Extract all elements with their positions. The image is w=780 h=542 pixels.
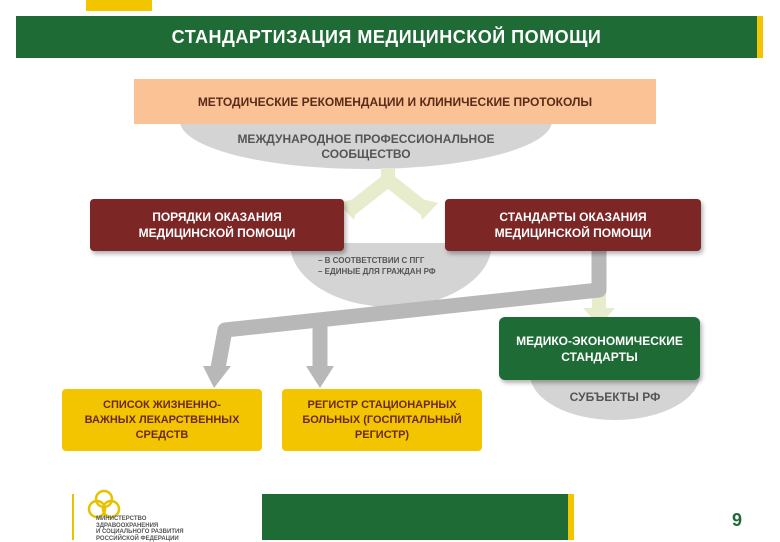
essential-drugs-list-box: СПИСОК ЖИЗНЕННО- ВАЖНЫХ ЛЕКАРСТВЕННЫХ СР… xyxy=(62,389,262,451)
methodical-recommendations-box: МЕТОДИЧЕСКИЕ РЕКОМЕНДАЦИИ И КЛИНИЧЕСКИЕ … xyxy=(134,79,656,124)
care-procedures-line-1: ПОРЯДКИ ОКАЗАНИЯ xyxy=(139,209,296,225)
ppg-note-1: – В СООТВЕТСТВИИ С ПГГ xyxy=(318,255,478,266)
drugs-list-line-1: СПИСОК ЖИЗНЕННО- xyxy=(85,398,240,413)
ministry-name: МИНИСТЕРСТВО ЗДРАВООХРАНЕНИЯ И СОЦИАЛЬНО… xyxy=(96,516,266,542)
care-standards-box: СТАНДАРТЫ ОКАЗАНИЯ МЕДИЦИНСКОЙ ПОМОЩИ xyxy=(445,199,701,251)
page-number: 9 xyxy=(722,510,752,531)
international-line-1: МЕЖДУНАРОДНОЕ ПРОФЕССИОНАЛЬНОЕ xyxy=(180,132,552,147)
registry-line-1: РЕГИСТР СТАЦИОНАРНЫХ xyxy=(302,398,461,413)
hospital-registry-box: РЕГИСТР СТАЦИОНАРНЫХ БОЛЬНЫХ (ГОСПИТАЛЬН… xyxy=(282,389,482,451)
care-procedures-box: ПОРЯДКИ ОКАЗАНИЯ МЕДИЦИНСКОЙ ПОМОЩИ xyxy=(90,199,344,251)
mes-line-2: СТАНДАРТЫ xyxy=(516,349,683,365)
care-standards-line-1: СТАНДАРТЫ ОКАЗАНИЯ xyxy=(495,209,652,225)
subjects-text: СУБЪЕКТЫ РФ xyxy=(530,390,700,405)
mes-line-1: МЕДИКО-ЭКОНОМИЧЕСКИЕ xyxy=(516,333,683,349)
drugs-list-line-2: ВАЖНЫХ ЛЕКАРСТВЕННЫХ xyxy=(85,413,240,428)
medico-economic-standards-box: МЕДИКО-ЭКОНОМИЧЕСКИЕ СТАНДАРТЫ xyxy=(499,317,700,380)
registry-line-3: РЕГИСТР) xyxy=(302,428,461,443)
care-standards-line-2: МЕДИЦИНСКОЙ ПОМОЩИ xyxy=(495,225,652,241)
footer-divider xyxy=(72,494,74,540)
ppg-notes: – В СООТВЕТСТВИИ С ПГГ – ЕДИНЫЕ ДЛЯ ГРАЖ… xyxy=(318,255,478,277)
drugs-list-line-3: СРЕДСТВ xyxy=(85,428,240,443)
methodical-recommendations-label: МЕТОДИЧЕСКИЕ РЕКОМЕНДАЦИИ И КЛИНИЧЕСКИЕ … xyxy=(198,95,592,109)
gray-arrow-left-head xyxy=(203,366,231,388)
gray-arrow-right-head xyxy=(306,366,334,388)
ministry-line-4: РОССИЙСКОЙ ФЕДЕРАЦИИ xyxy=(96,536,266,542)
care-procedures-line-2: МЕДИЦИНСКОЙ ПОМОЩИ xyxy=(139,225,296,241)
split-arrow xyxy=(350,168,426,210)
ppg-note-2: – ЕДИНЫЕ ДЛЯ ГРАЖДАН РФ xyxy=(318,266,478,277)
footer-green-bar xyxy=(262,494,574,540)
registry-line-2: БОЛЬНЫХ (ГОСПИТАЛЬНЫЙ xyxy=(302,413,461,428)
split-arrow-right-head xyxy=(418,198,438,220)
international-line-2: СООБЩЕСТВО xyxy=(180,147,552,162)
international-community-text: МЕЖДУНАРОДНОЕ ПРОФЕССИОНАЛЬНОЕ СООБЩЕСТВ… xyxy=(180,132,552,162)
